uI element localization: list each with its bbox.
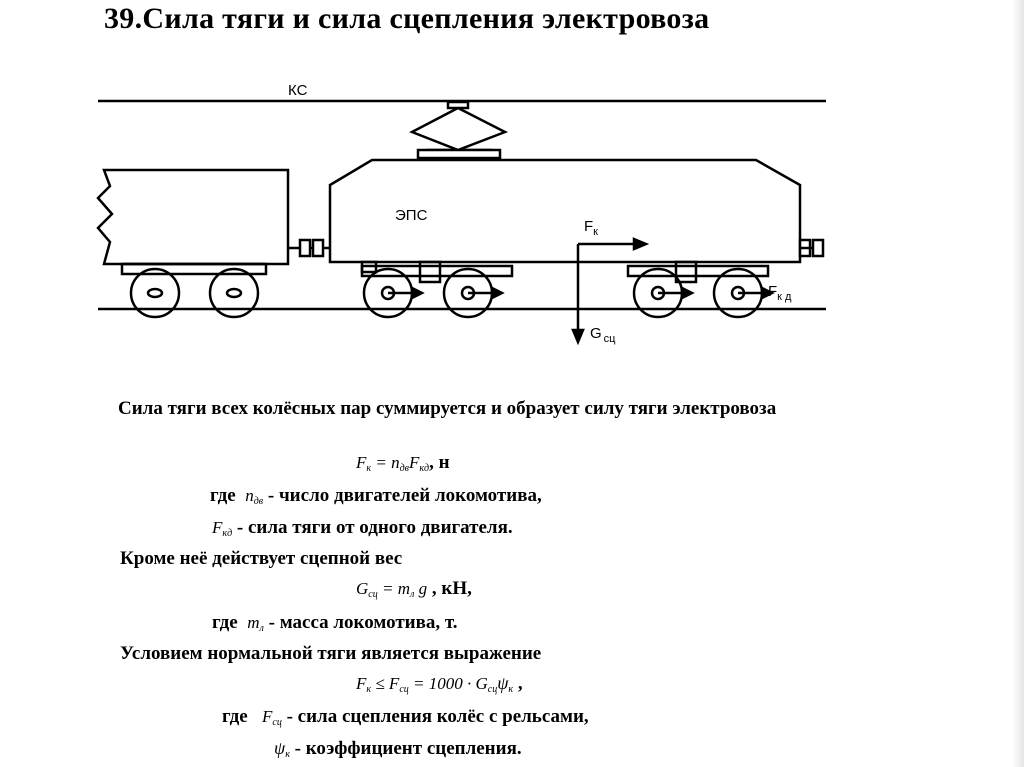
where-adhesion-coefficient: ψк - коэффициент сцепления.: [274, 738, 522, 760]
wagon: [96, 168, 290, 319]
line-coupling-weight: Кроме неё действует сцепной вес: [120, 548, 403, 569]
line-normal-traction: Условием нормальной тяги является выраже…: [120, 643, 542, 664]
wheel-force-arrows: [388, 285, 775, 301]
where-adhesion-force: где Fсц - сила сцепления колёс с рельсам…: [222, 706, 589, 728]
ks-label: КС: [288, 82, 308, 99]
formula-traction: Fк = nдвFкд, н: [356, 452, 450, 474]
traction-force-arrow: [578, 237, 650, 251]
fkd-label: Fк д: [768, 283, 792, 303]
pantograph: [408, 100, 509, 160]
bogie-front: [360, 260, 514, 319]
locomotive-body: [328, 158, 825, 264]
formula-coupling-weight: Gсц = mл g , кН,: [356, 578, 472, 600]
slide-title: 39.Сила тяги и сила сцепления электровоз…: [104, 2, 710, 35]
formula-adhesion-condition: Fк ≤ Fсц = 1000 · Gсцψк ,: [356, 673, 523, 695]
fk-label: Fк: [584, 218, 598, 238]
weight-force-arrow: [571, 244, 585, 346]
where-motor-force: Fкд - сила тяги от одного двигателя.: [212, 517, 513, 539]
where-motor-count: где nдв - число двигателей локомотива,: [210, 485, 542, 507]
paragraph-traction-sum: Сила тяги всех колёсных пар суммируется …: [118, 398, 777, 419]
slide-edge-shadow: [1012, 0, 1024, 767]
where-mass: где mл - масса локомотива, т.: [212, 612, 458, 634]
coupler: [288, 238, 330, 258]
eps-label: ЭПС: [395, 207, 428, 224]
locomotive-diagram: КС ЭПС: [96, 82, 826, 346]
